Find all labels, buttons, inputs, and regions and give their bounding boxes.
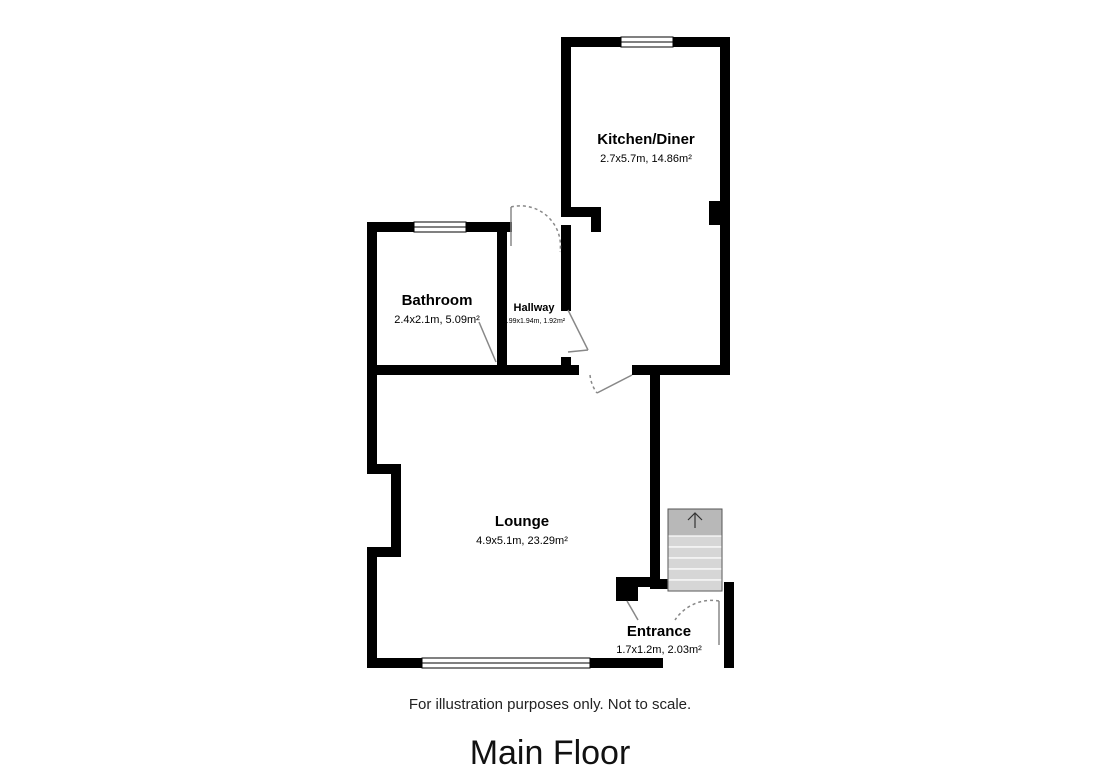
stairs-outline bbox=[667, 508, 723, 592]
lounge-wall-bay-bottom bbox=[367, 547, 401, 557]
entrance-inner-door-leaf bbox=[626, 600, 639, 621]
disclaimer-note: For illustration purposes only. Not to s… bbox=[408, 696, 692, 713]
stair-tread-1 bbox=[667, 535, 723, 548]
kitchen-dims: 2.7x5.7m, 14.86m² bbox=[600, 153, 692, 165]
kitchen-wall-jog-vertical bbox=[591, 207, 601, 232]
kitchen-wall-left-mid bbox=[561, 225, 571, 249]
stair-tread-4 bbox=[667, 568, 723, 581]
lounge-wall-right bbox=[650, 365, 660, 585]
lounge-door-swing bbox=[589, 374, 598, 394]
doors bbox=[478, 205, 720, 645]
floor-title: Main Floor bbox=[469, 734, 631, 772]
kitchen-name: Kitchen/Diner bbox=[597, 131, 695, 148]
kitchen-wall-left-upper bbox=[561, 37, 571, 217]
kitchen-wall-left-lower bbox=[561, 249, 571, 311]
kitchen-wall-right bbox=[720, 37, 730, 375]
stair-tread-2 bbox=[667, 546, 723, 559]
hallway-dims: 0.99x1.94m, 1.92m² bbox=[503, 318, 566, 325]
bathroom-wall-bottom bbox=[367, 365, 579, 375]
entrance-dims: 1.7x1.2m, 2.03m² bbox=[616, 644, 702, 656]
bathroom-wall-left bbox=[367, 222, 377, 375]
room-labels: Kitchen/Diner 2.7x5.7m, 14.86m² Bathroom… bbox=[394, 131, 702, 656]
lounge-wall-bay-side bbox=[391, 464, 401, 556]
kitchen-wall-bottom bbox=[632, 365, 730, 375]
stairs bbox=[667, 508, 723, 592]
stair-tread-3 bbox=[667, 557, 723, 570]
entrance-wall-corner-stub bbox=[616, 577, 658, 587]
bathroom-door-leaf bbox=[478, 321, 497, 363]
hallway-door-swing bbox=[510, 205, 562, 253]
bathroom-wall-right bbox=[497, 222, 507, 365]
bathroom-name: Bathroom bbox=[402, 292, 473, 309]
windows bbox=[413, 36, 674, 669]
kitchen-wall-pillar bbox=[709, 201, 722, 225]
entrance-name: Entrance bbox=[627, 623, 691, 640]
lounge-wall-bay-top bbox=[367, 464, 401, 474]
entrance-wall-right bbox=[724, 582, 734, 668]
stair-tread-5 bbox=[667, 579, 723, 592]
lounge-door-leaf bbox=[596, 374, 633, 394]
kitchen-wall-jog-horizontal bbox=[561, 207, 601, 217]
lounge-wall-left-upper bbox=[367, 365, 377, 473]
up-arrow-icon bbox=[687, 512, 703, 528]
bathroom-dims: 2.4x2.1m, 5.09m² bbox=[394, 314, 480, 326]
lounge-wall-left-lower bbox=[367, 547, 377, 668]
lounge-dims: 4.9x5.1m, 23.29m² bbox=[476, 535, 568, 547]
kitchen-door-leaf bbox=[567, 309, 589, 351]
front-door-swing bbox=[674, 599, 720, 621]
lounge-name: Lounge bbox=[495, 513, 549, 530]
hallway-name: Hallway bbox=[514, 302, 556, 314]
